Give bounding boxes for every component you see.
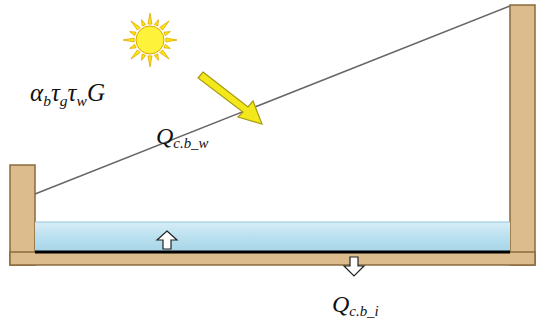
symbol: τ [68,79,77,106]
glass-cover [35,6,510,194]
symbol: G [87,79,105,106]
sun-ray [160,50,169,59]
sun [123,13,177,67]
sun-ray [148,13,152,24]
water-surface [35,222,510,223]
sun-ray [130,44,136,48]
heat-down-arrow [344,257,364,276]
convection-basin-water: Qc.b_w [156,124,208,151]
sun-ray [154,54,158,60]
symbol: τ [51,79,60,106]
sun-ray [123,38,134,42]
conduction-basin-insulation: Qc.b_i [332,292,379,319]
subscript: c.b_w [173,135,208,151]
heat-up-arrow [157,231,177,249]
sun-ray [164,32,170,36]
absorber-plate [35,251,510,254]
solar-absorption-term: αbτgτwG [30,80,105,108]
subscript: w [77,92,87,109]
sun-ray [154,20,158,26]
sun-ray [130,32,136,36]
sun-ray [131,50,140,59]
left-wall [10,165,35,265]
sun-ray [164,44,170,48]
sun-ray [142,20,146,26]
sun-disc [136,26,164,54]
sun-ray [131,21,140,30]
solar-ray-arrow [198,72,262,124]
subscript: b [43,92,51,109]
symbol: α [30,79,43,106]
sun-ray [148,56,152,67]
right-wall [510,5,535,265]
sun-ray [166,38,177,42]
basin-floor [10,252,535,265]
water-layer [35,222,510,252]
subscript: g [60,92,68,109]
symbol: Q [156,123,173,149]
sun-ray [160,21,169,30]
symbol: Q [332,291,349,317]
subscript: c.b_i [349,303,378,319]
sun-ray [142,54,146,60]
